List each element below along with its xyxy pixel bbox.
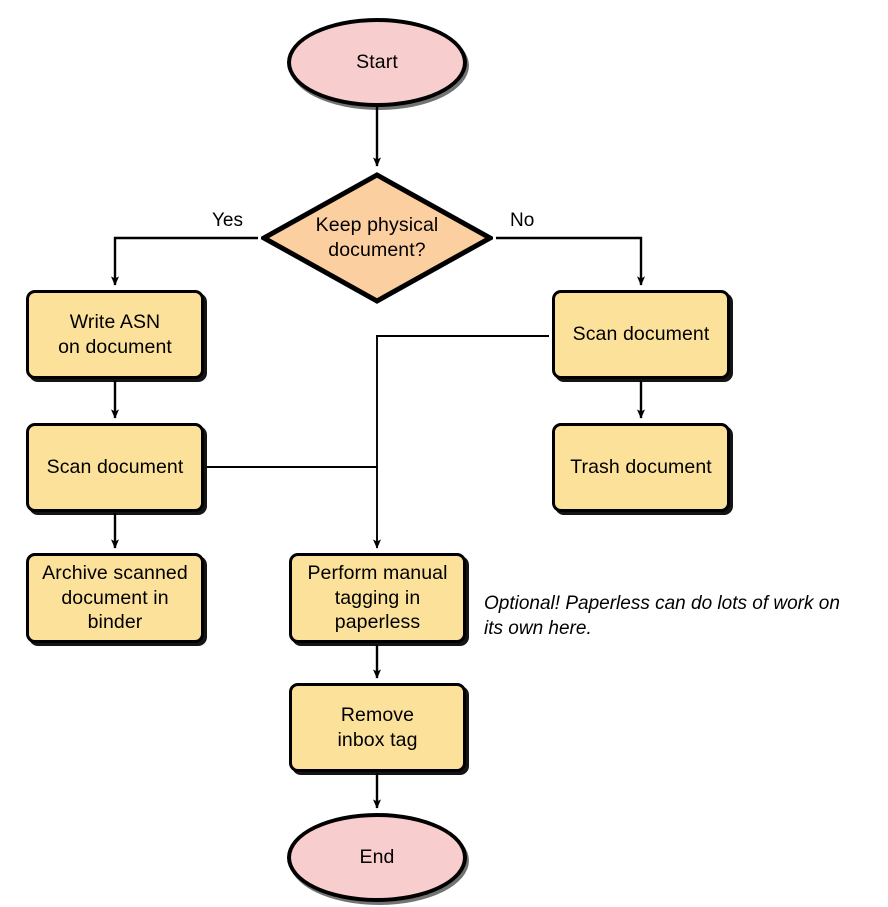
edge-decision-no — [496, 236, 645, 286]
node-end[interactable]: End — [287, 813, 467, 902]
node-start[interactable]: Start — [287, 18, 467, 107]
node-archive-scanned-document-label: Archive scanned document in binder — [42, 562, 188, 634]
edge-label-yes: Yes — [210, 210, 245, 232]
diamond-shape — [261, 172, 493, 304]
node-archive-scanned-document[interactable]: Archive scanned document in binder — [26, 553, 204, 643]
node-write-asn[interactable]: Write ASN on document — [26, 290, 204, 379]
edge-scanright-to-trunk — [376, 335, 549, 467]
node-scan-document-left[interactable]: Scan document — [26, 423, 204, 512]
node-remove-inbox-tag-label: Remove inbox tag — [337, 703, 418, 751]
node-write-asn-label: Write ASN on document — [58, 310, 172, 358]
node-remove-inbox-tag[interactable]: Remove inbox tag — [289, 683, 466, 772]
node-trash-document-label: Trash document — [570, 456, 712, 479]
node-perform-manual-tagging-label: Perform manual tagging in paperless — [307, 562, 448, 634]
node-decision-label: Keep physical document? — [315, 214, 439, 261]
node-scan-document-left-label: Scan document — [46, 456, 184, 479]
node-scan-document-right-label: Scan document — [572, 323, 710, 346]
node-start-label: Start — [356, 51, 398, 74]
edge-decision-yes — [111, 236, 258, 286]
node-perform-manual-tagging[interactable]: Perform manual tagging in paperless — [289, 553, 466, 643]
node-decision-keep-physical-document[interactable]: Keep physical document? — [261, 172, 493, 304]
edge-label-no: No — [508, 210, 537, 232]
node-scan-document-right[interactable]: Scan document — [552, 290, 730, 379]
node-end-label: End — [359, 846, 395, 869]
node-trash-document[interactable]: Trash document — [552, 423, 730, 512]
annotation-optional-note: Optional! Paperless can do lots of work … — [484, 593, 840, 640]
